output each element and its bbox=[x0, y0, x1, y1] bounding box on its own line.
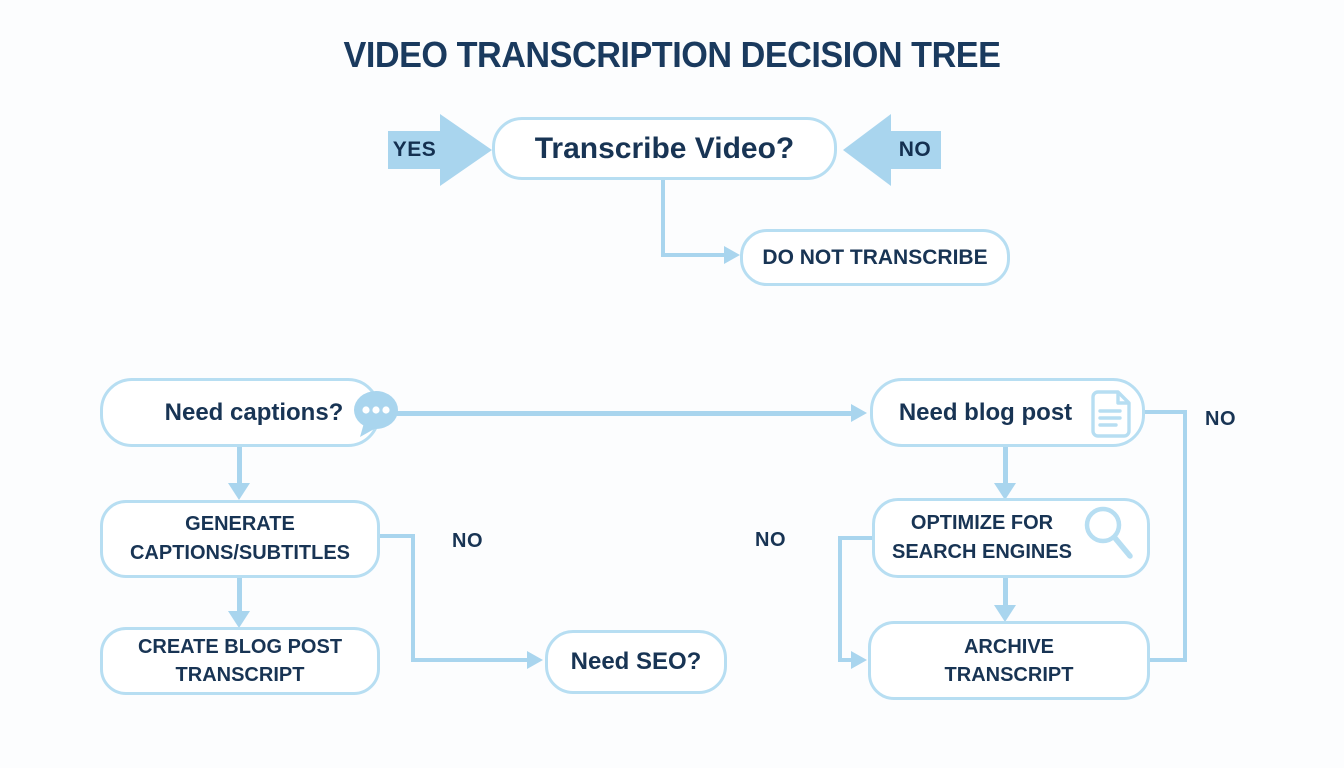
connector-captions-down bbox=[237, 447, 242, 484]
node-need-captions-label: Need captions? bbox=[164, 398, 344, 426]
connector-blog-down bbox=[1003, 447, 1008, 484]
arrowhead-into-create bbox=[228, 611, 250, 628]
chat-bubble-icon bbox=[350, 387, 402, 448]
node-transcribe-video-label: Transcribe Video? bbox=[534, 131, 795, 165]
arrowhead-into-need-blog bbox=[851, 404, 867, 422]
edge-label-no-blog: NO bbox=[1205, 408, 1236, 430]
node-need-captions: Need captions? bbox=[100, 378, 380, 447]
node-do-not-transcribe-label: DO NOT TRANSCRIBE bbox=[762, 245, 988, 269]
connector-captions-to-blog bbox=[396, 411, 852, 416]
connector-generate-no-right bbox=[411, 658, 528, 662]
connector-generate-no-out bbox=[380, 534, 415, 538]
yes-arrow: YES bbox=[388, 131, 441, 169]
connector-optimize-down bbox=[1003, 578, 1008, 606]
edge-label-no-generate: NO bbox=[452, 530, 483, 552]
document-icon bbox=[1089, 389, 1133, 444]
arrowhead-into-generate bbox=[228, 483, 250, 500]
no-arrow-head-icon bbox=[843, 114, 891, 186]
node-need-blog-post: Need blog post bbox=[870, 378, 1145, 447]
connector-generate-down bbox=[237, 578, 242, 612]
node-create-blog-post-transcript-label: CREATE BLOG POST TRANSCRIPT bbox=[137, 636, 343, 686]
no-arrow: NO bbox=[889, 131, 941, 169]
edge-label-no-optimize: NO bbox=[755, 529, 786, 551]
arrowhead-into-need-seo bbox=[527, 651, 543, 669]
connector-transcribe-down bbox=[661, 180, 665, 257]
connector-generate-no-down bbox=[411, 534, 415, 662]
arrowhead-into-optimize bbox=[994, 483, 1016, 500]
node-generate-captions: GENERATE CAPTIONS/SUBTITLES bbox=[100, 500, 380, 578]
node-optimize-for-search-engines-label: OPTIMIZE FOR SEARCH ENGINES bbox=[891, 512, 1073, 563]
connector-optimize-no-down bbox=[838, 536, 842, 662]
connector-transcribe-right bbox=[661, 253, 725, 257]
yes-arrow-label: YES bbox=[392, 138, 437, 161]
node-generate-captions-label: GENERATE CAPTIONS/SUBTITLES bbox=[129, 513, 350, 564]
connector-blog-no-out bbox=[1145, 410, 1187, 414]
connector-blog-no-into-archive bbox=[1150, 658, 1187, 662]
yes-arrow-head-icon bbox=[440, 114, 492, 186]
node-archive-transcript: ARCHIVE TRANSCRIPT bbox=[868, 621, 1150, 700]
page-title: VIDEO TRANSCRIPTION DECISION TREE bbox=[343, 34, 1001, 75]
node-optimize-for-search-engines: OPTIMIZE FOR SEARCH ENGINES bbox=[872, 498, 1150, 578]
node-create-blog-post-transcript: CREATE BLOG POST TRANSCRIPT bbox=[100, 627, 380, 695]
no-arrow-label: NO bbox=[898, 138, 932, 161]
node-transcribe-video: Transcribe Video? bbox=[492, 117, 837, 180]
magnifier-icon bbox=[1080, 503, 1138, 570]
arrowhead-into-archive bbox=[994, 605, 1016, 622]
arrowhead-into-do-not-transcribe bbox=[724, 246, 740, 264]
arrowhead-into-archive-left bbox=[851, 651, 867, 669]
connector-optimize-no-out bbox=[838, 536, 872, 540]
node-need-seo: Need SEO? bbox=[545, 630, 727, 694]
node-need-blog-post-label: Need blog post bbox=[898, 398, 1073, 426]
node-archive-transcript-label: ARCHIVE TRANSCRIPT bbox=[944, 635, 1074, 686]
connector-blog-no-down bbox=[1183, 410, 1187, 662]
connector-optimize-no-right bbox=[840, 658, 854, 662]
node-need-seo-label: Need SEO? bbox=[570, 648, 702, 675]
node-do-not-transcribe: DO NOT TRANSCRIBE bbox=[740, 229, 1010, 286]
